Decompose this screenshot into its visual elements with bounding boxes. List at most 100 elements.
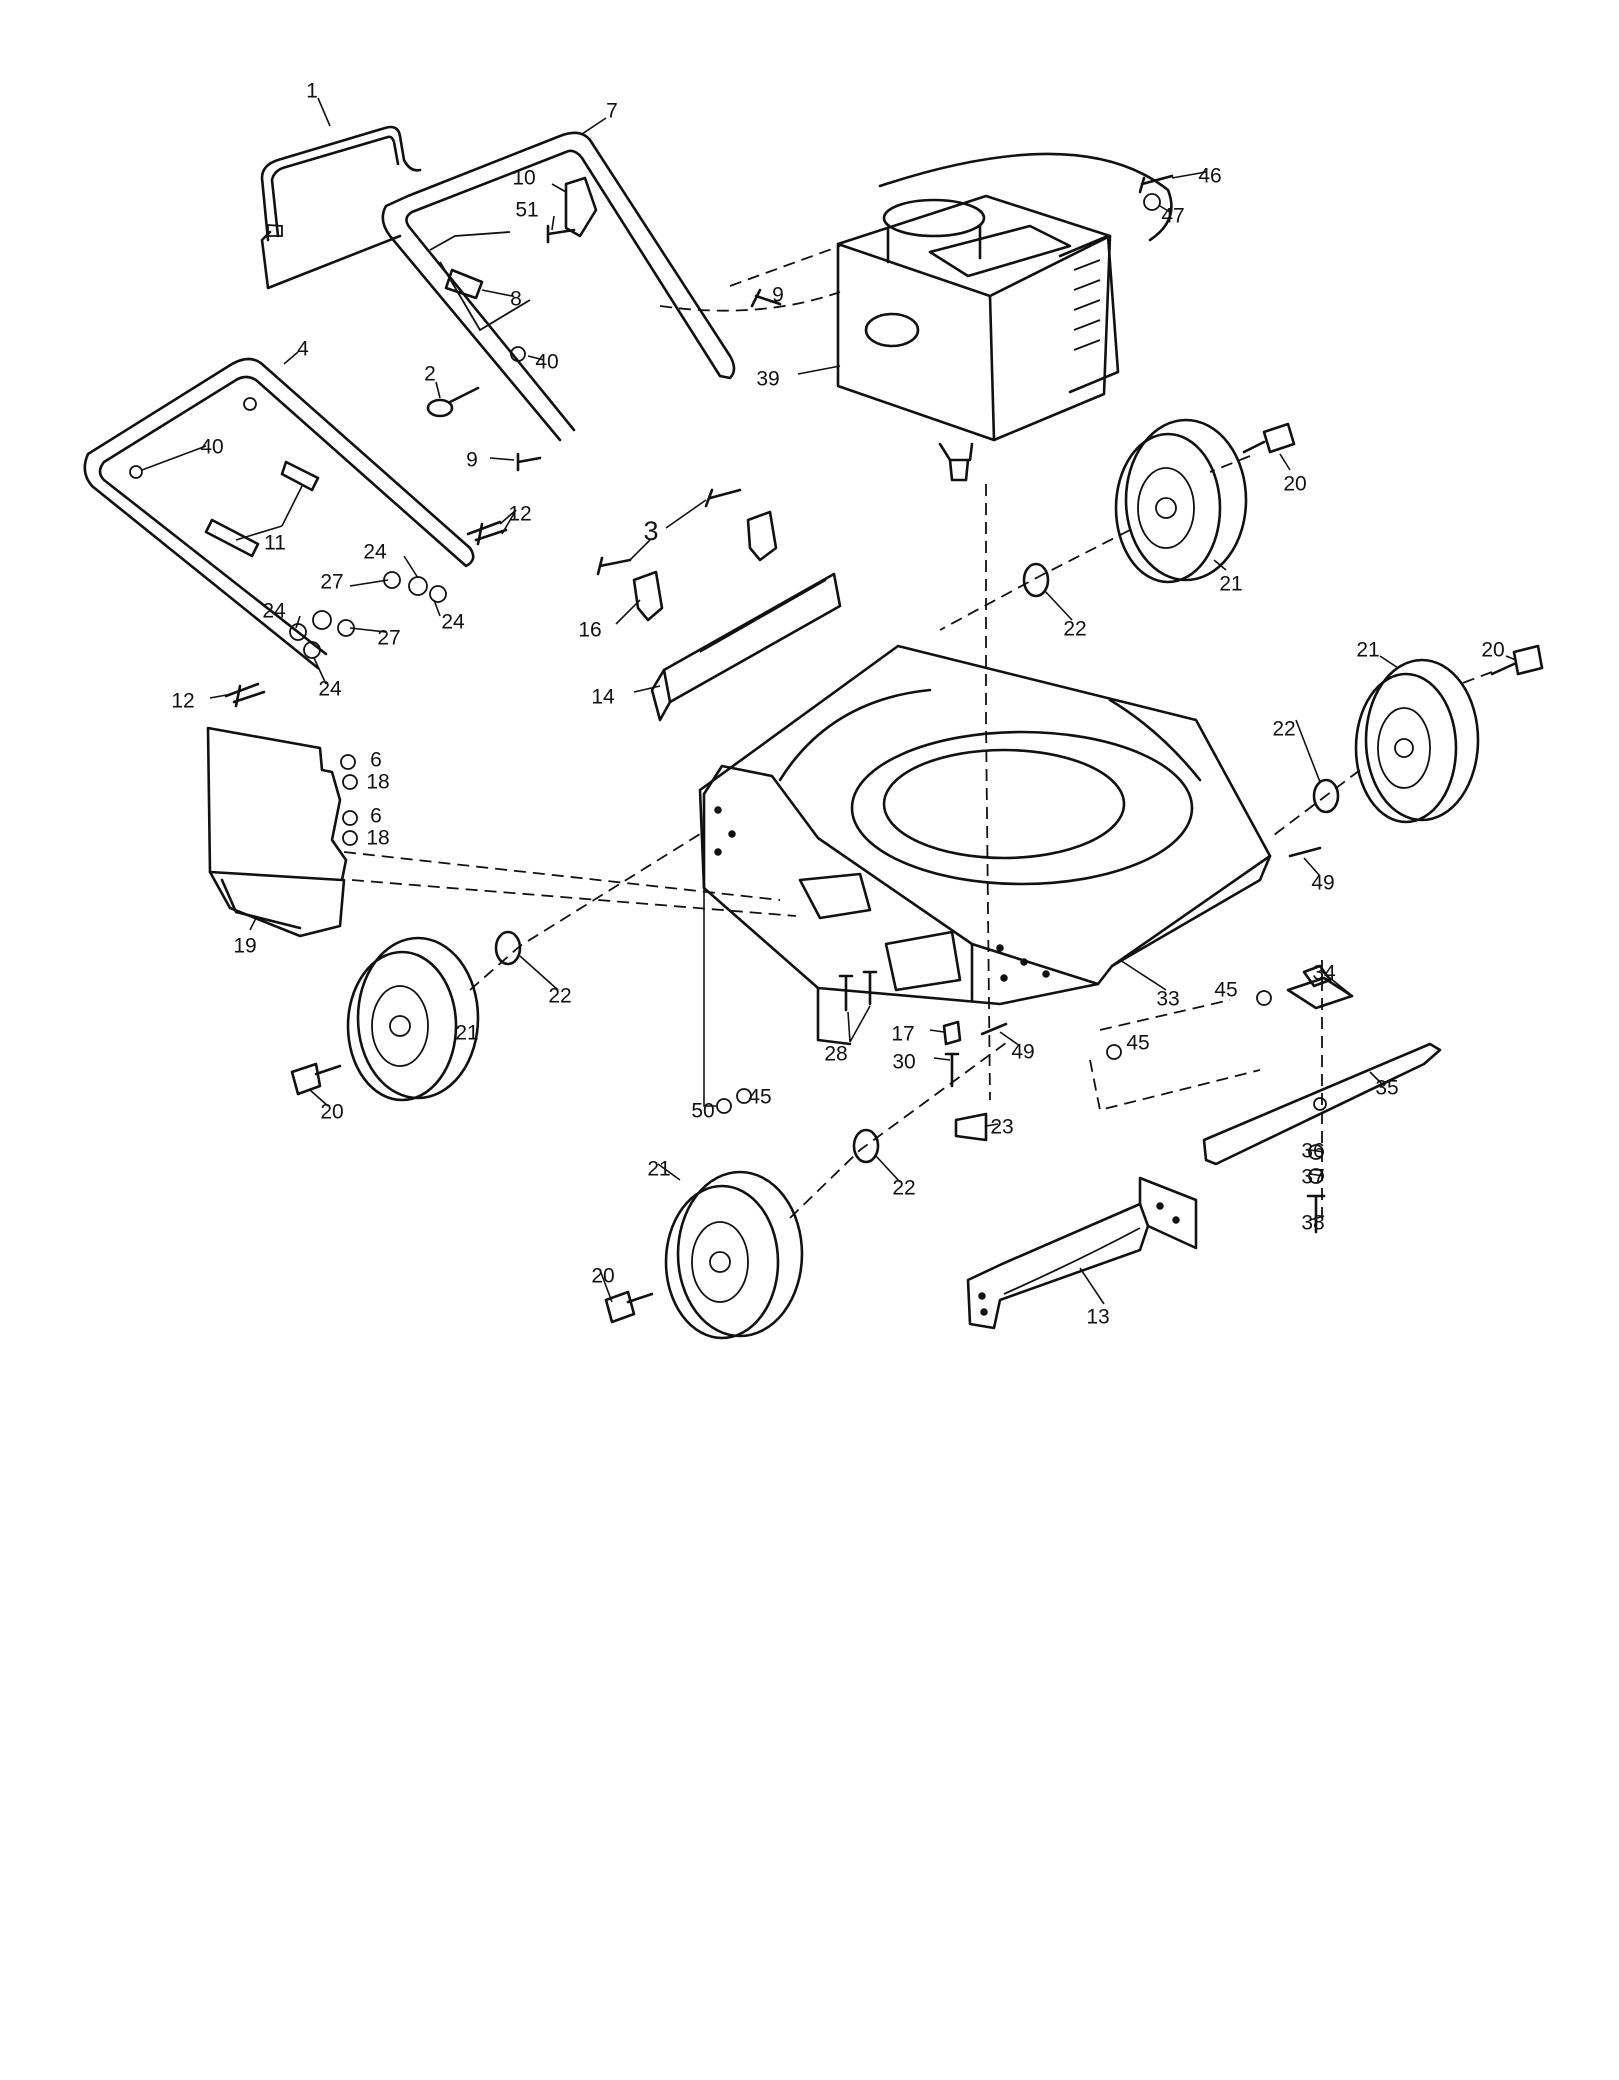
callout-c28: 28 xyxy=(824,1043,847,1066)
bolts-part-12a xyxy=(466,520,508,546)
callout-c50: 50 xyxy=(691,1100,714,1123)
callout-c24c: 24 xyxy=(262,600,286,623)
nut-part-45c xyxy=(736,1088,752,1104)
callout-c51: 51 xyxy=(515,199,538,222)
callout-c1: 1 xyxy=(306,80,318,103)
spacer-part-22a xyxy=(1022,562,1050,598)
bolt-part-3-lower xyxy=(596,556,632,576)
handle-upper-part-7 xyxy=(381,131,736,442)
nut-part-40a xyxy=(510,346,526,362)
washer-part-50 xyxy=(703,854,732,1114)
axle-line-rear-right xyxy=(939,455,1251,631)
axle-line-rear-left xyxy=(789,1039,1011,1219)
callout-c20c: 20 xyxy=(320,1101,343,1124)
rear-guard-part-19 xyxy=(206,726,797,938)
engine-part-39 xyxy=(659,152,1173,482)
callout-c2: 2 xyxy=(424,363,436,386)
callout-c6a: 6 xyxy=(370,749,382,772)
callout-c11: 11 xyxy=(264,532,286,555)
nut-part-45b xyxy=(1106,1044,1122,1060)
bolt-part-3-upper xyxy=(704,488,742,508)
callout-c36: 36 xyxy=(1301,1140,1324,1163)
bolts-part-12b xyxy=(224,682,266,708)
callout-c23: 23 xyxy=(990,1116,1013,1139)
callout-c22c: 22 xyxy=(548,985,571,1008)
callout-c20b: 20 xyxy=(1481,639,1504,662)
eyebolt-part-2 xyxy=(426,386,480,418)
callout-c7: 7 xyxy=(606,100,618,123)
bolt-part-9b xyxy=(516,452,542,472)
bracket-part-16-left xyxy=(632,570,664,622)
callout-c20d: 20 xyxy=(591,1265,614,1288)
callout-c38: 38 xyxy=(1301,1212,1324,1235)
callout-c8: 8 xyxy=(510,288,522,311)
callout-c34: 34 xyxy=(1312,962,1336,985)
callout-c13: 13 xyxy=(1086,1306,1109,1329)
callout-c49a: 49 xyxy=(1311,872,1334,895)
callout-c4: 4 xyxy=(297,338,309,361)
screw-part-46 xyxy=(1138,174,1174,194)
deck-part-33 xyxy=(698,644,1272,1046)
callout-c27b: 27 xyxy=(377,627,400,650)
bolts-part-28 xyxy=(838,970,878,1012)
wheel-part-21-rear-right xyxy=(1114,418,1248,584)
callout-c39: 39 xyxy=(756,368,779,391)
bracket-part-16-right xyxy=(746,510,778,562)
callout-c12a: 12 xyxy=(508,503,531,526)
blade-adapter-part-34 xyxy=(1286,960,1354,1220)
callout-c21a: 21 xyxy=(1219,573,1242,596)
spacer-part-22b xyxy=(1312,778,1340,814)
bolt-part-51 xyxy=(546,224,576,244)
callout-c21c: 21 xyxy=(455,1022,478,1045)
callout-c6b: 6 xyxy=(370,805,382,828)
callout-c22b: 22 xyxy=(1272,718,1295,741)
grip-part-8 xyxy=(444,268,484,300)
nuts-parts-6-18 xyxy=(340,754,358,846)
wheel-bolt-part-20b xyxy=(1490,644,1544,676)
callout-c35: 35 xyxy=(1375,1077,1398,1100)
deck-bottom-outline xyxy=(1089,999,1261,1112)
wheel-bolt-part-20c xyxy=(290,1062,342,1096)
wheel-bolt-part-20d xyxy=(604,1290,654,1324)
callout-c22d: 22 xyxy=(892,1177,915,1200)
callout-c47: 47 xyxy=(1161,205,1184,228)
leader-lines xyxy=(141,97,1517,1305)
callout-c46: 46 xyxy=(1198,165,1221,188)
blade-part-35 xyxy=(1202,1042,1442,1166)
callout-c3: 3 xyxy=(643,516,658,546)
handle-lower-part-4 xyxy=(83,357,475,670)
callout-c12b: 12 xyxy=(171,690,194,713)
callout-c19: 19 xyxy=(233,935,256,958)
callout-c16: 16 xyxy=(578,619,601,642)
callout-c33: 33 xyxy=(1156,988,1179,1011)
callout-c17: 17 xyxy=(891,1023,914,1046)
callout-c40a: 40 xyxy=(535,351,558,374)
pin-part-49b xyxy=(980,1022,1008,1036)
pin-part-49a xyxy=(1288,846,1322,858)
callout-c18a: 18 xyxy=(366,771,389,794)
nut-part-45a xyxy=(1256,990,1272,1006)
callout-c20a: 20 xyxy=(1283,473,1306,496)
trailing-shield-part-13 xyxy=(966,1176,1198,1330)
callout-c40b: 40 xyxy=(200,436,223,459)
axle-line-front-left xyxy=(469,833,701,991)
callout-c21d: 21 xyxy=(647,1158,670,1181)
callout-c24d: 24 xyxy=(318,678,342,701)
engine-shaft-line xyxy=(985,484,991,1101)
washer-part-47 xyxy=(1143,193,1161,211)
spacer-part-22c xyxy=(494,930,522,966)
callout-c24b: 24 xyxy=(441,611,465,634)
axle-deflector-area xyxy=(798,872,962,992)
rear-plate-part-14 xyxy=(650,572,842,722)
callout-c27a: 27 xyxy=(320,571,343,594)
callout-c45a: 45 xyxy=(1214,979,1237,1002)
wheel-part-21-rear-left xyxy=(664,1170,804,1340)
bracket-part-17 xyxy=(942,1020,962,1046)
callout-c37: 37 xyxy=(1301,1166,1324,1189)
callout-c24a: 24 xyxy=(363,541,387,564)
callout-c45b: 45 xyxy=(1126,1032,1149,1055)
callout-c21b: 21 xyxy=(1356,639,1379,662)
handle-upper-part-1 xyxy=(260,125,422,290)
